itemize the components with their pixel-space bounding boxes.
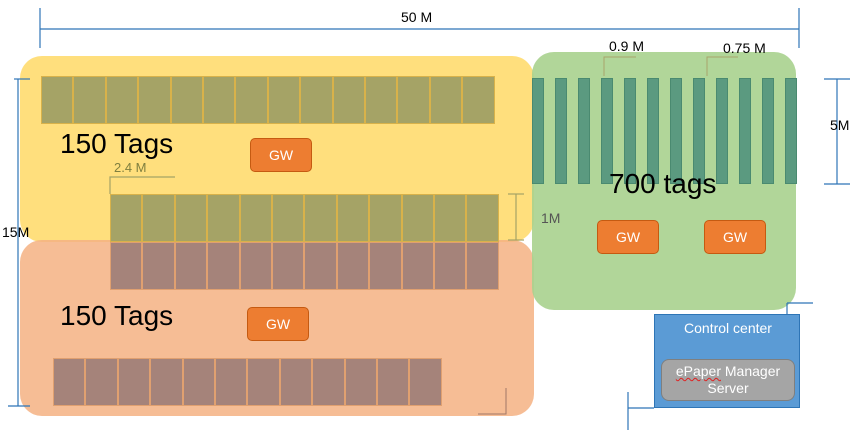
aisle-width-label: 2.4 M bbox=[114, 160, 147, 175]
tag-cell bbox=[239, 242, 272, 290]
gateway-yellow: GW bbox=[250, 138, 312, 172]
tag-cell bbox=[279, 358, 313, 406]
tag-cell bbox=[174, 242, 208, 290]
tag-cell-vertical bbox=[647, 78, 659, 184]
tag-cell bbox=[105, 76, 139, 124]
tag-cell bbox=[462, 76, 495, 124]
gateway-orange: GW bbox=[247, 307, 309, 341]
tag-cell bbox=[401, 194, 434, 242]
tag-cell bbox=[53, 358, 86, 406]
tag-cell bbox=[434, 194, 467, 242]
gateway-green-left: GW bbox=[597, 220, 659, 254]
tag-cell bbox=[304, 194, 337, 242]
tag-cell-vertical bbox=[555, 78, 567, 184]
server-label-word-2: Manager bbox=[721, 363, 781, 379]
tag-cell bbox=[215, 358, 248, 406]
tag-cell-vertical bbox=[624, 78, 636, 184]
zone-green bbox=[532, 52, 796, 310]
tag-cell bbox=[429, 76, 463, 124]
tag-cell bbox=[182, 358, 215, 406]
zone-orange-tag-count: 150 Tags bbox=[60, 300, 174, 331]
server-label-word-1: ePaper bbox=[675, 363, 721, 379]
tag-cell bbox=[174, 194, 208, 242]
server-label-line-2: Server bbox=[707, 380, 749, 396]
tag-cell bbox=[110, 242, 143, 290]
tag-cell bbox=[466, 242, 499, 290]
tag-cell bbox=[150, 358, 183, 406]
tag-cell bbox=[312, 358, 345, 406]
tag-cell bbox=[466, 194, 499, 242]
tag-cell bbox=[272, 194, 305, 242]
tag-cell-vertical bbox=[716, 78, 728, 184]
tag-cell-vertical bbox=[739, 78, 751, 184]
tag-cell-vertical bbox=[762, 78, 774, 184]
tag-cell bbox=[369, 194, 402, 242]
width-dimension-label: 50 M bbox=[401, 9, 433, 25]
height-dimension-label: 15M bbox=[2, 224, 30, 240]
tag-cell bbox=[117, 358, 151, 406]
tag-cell bbox=[332, 76, 365, 124]
tag-cell-vertical bbox=[785, 78, 797, 184]
tag-cell bbox=[272, 242, 305, 290]
zone-green-tag-count: 700 tags bbox=[609, 168, 717, 199]
tag-cell bbox=[142, 242, 175, 290]
row-gap-label: 1M bbox=[541, 210, 561, 226]
tag-cell-vertical bbox=[670, 78, 682, 184]
tag-cell bbox=[434, 242, 467, 290]
tag-cell-vertical bbox=[578, 78, 590, 184]
tag-cell bbox=[207, 194, 240, 242]
tag-cell bbox=[207, 242, 240, 290]
control-center-box: Control center ePaper Manager Server bbox=[654, 314, 800, 408]
tag-cell-vertical bbox=[532, 78, 544, 184]
tag-spacing-label-a: 0.9 M bbox=[609, 38, 645, 54]
tag-cell bbox=[409, 358, 442, 406]
tag-cell bbox=[336, 194, 370, 242]
tag-cell bbox=[247, 358, 280, 406]
tag-cell bbox=[239, 194, 272, 242]
tag-cell bbox=[344, 358, 377, 406]
tag-cell bbox=[235, 76, 268, 124]
tag-cell bbox=[85, 358, 118, 406]
tag-cell bbox=[267, 76, 301, 124]
tag-cell bbox=[138, 76, 171, 124]
tag-cell bbox=[304, 242, 337, 290]
tag-cell bbox=[73, 76, 106, 124]
tag-cell bbox=[401, 242, 434, 290]
control-center-title: Control center bbox=[684, 320, 772, 336]
epaper-manager-server: ePaper Manager Server bbox=[661, 359, 795, 401]
tag-cell-vertical bbox=[601, 78, 613, 184]
gateway-green-right: GW bbox=[704, 220, 766, 254]
tag-cell bbox=[377, 358, 410, 406]
tag-cell bbox=[203, 76, 236, 124]
tag-cell bbox=[369, 242, 402, 290]
tag-cell bbox=[142, 194, 175, 242]
zone-height-label: 5M bbox=[830, 117, 850, 133]
tag-cell bbox=[170, 76, 203, 124]
tag-cell bbox=[397, 76, 430, 124]
tag-cell-vertical bbox=[693, 78, 705, 184]
tag-cell bbox=[336, 242, 370, 290]
zone-yellow-tag-count: 150 Tags bbox=[60, 128, 174, 159]
tag-cell bbox=[300, 76, 333, 124]
tag-spacing-label-b: 0.75 M bbox=[723, 40, 766, 56]
tag-cell bbox=[365, 76, 398, 124]
tag-cell bbox=[41, 76, 74, 124]
tag-cell bbox=[110, 194, 143, 242]
